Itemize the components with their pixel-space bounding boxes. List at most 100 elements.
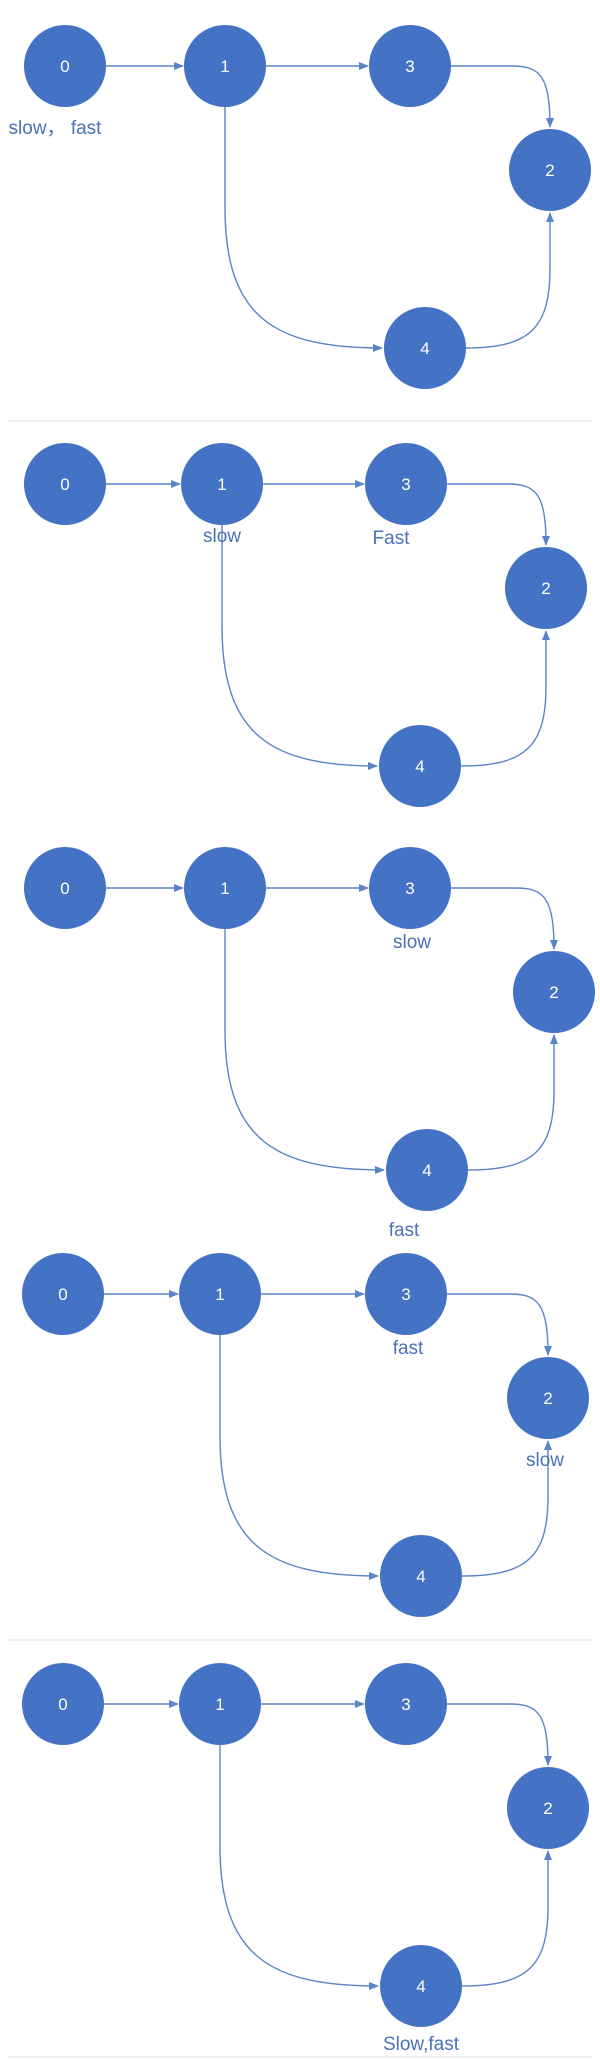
node-circle (505, 547, 587, 629)
node-0: 0 (22, 1663, 104, 1745)
node-label: 1 (215, 1285, 224, 1304)
node-2: 2 (513, 951, 595, 1033)
edge-4-2 (460, 630, 550, 767)
edge-1-4 (224, 929, 385, 1174)
node-circle (184, 847, 266, 929)
node-label: 1 (220, 879, 229, 898)
edge-4-2 (465, 212, 554, 349)
edge-3-2 (447, 1293, 552, 1356)
node-circle (181, 443, 263, 525)
node-circle (509, 129, 591, 211)
node-circle (384, 307, 466, 389)
node-label: 3 (405, 57, 414, 76)
edge-3-2 (447, 483, 550, 546)
node-label: 4 (415, 757, 424, 776)
node-circle (513, 951, 595, 1033)
node-label: 1 (220, 57, 229, 76)
edge-1-4 (219, 1745, 379, 1990)
node-0: 0 (24, 847, 106, 929)
node-1: 1 (179, 1253, 261, 1335)
node-0: 0 (22, 1253, 104, 1335)
pointer-label: slow (393, 932, 431, 953)
node-2: 2 (509, 129, 591, 211)
node-circle (386, 1129, 468, 1211)
node-circle (24, 25, 106, 107)
node-circle (184, 25, 266, 107)
pointer-label: slow (526, 1450, 564, 1471)
node-3: 3 (369, 25, 451, 107)
node-1: 1 (181, 443, 263, 525)
panel-2: 0 1 3 2 4 slow Fast (24, 443, 587, 807)
node-3: 3 (369, 847, 451, 929)
node-3: 3 (365, 1253, 447, 1335)
node-label: 0 (60, 475, 69, 494)
panel-4: 0 1 3 2 4 fast slow (8, 1253, 592, 1641)
node-label: 1 (215, 1695, 224, 1714)
node-label: 0 (60, 57, 69, 76)
pointer-label: slow， fast (9, 118, 103, 139)
node-label: 2 (545, 161, 554, 180)
panel-1: 0 1 3 2 4 slow， fast (8, 25, 592, 422)
node-circle (365, 1253, 447, 1335)
panel-3: 0 1 3 2 4 slow fast (24, 847, 595, 1241)
pointer-label: fast (389, 1220, 420, 1241)
node-label: 1 (217, 475, 226, 494)
node-4: 4 (380, 1945, 462, 2027)
node-0: 0 (24, 443, 106, 525)
node-label: 3 (405, 879, 414, 898)
edge-1-4 (224, 107, 383, 352)
pointer-label: slow (203, 526, 241, 547)
edge-1-4 (221, 525, 378, 770)
node-2: 2 (507, 1357, 589, 1439)
edge-3-2 (447, 1703, 552, 1766)
node-circle (507, 1767, 589, 1849)
node-4: 4 (386, 1129, 468, 1211)
node-label: 2 (541, 579, 550, 598)
node-circle (380, 1535, 462, 1617)
node-2: 2 (507, 1767, 589, 1849)
node-label: 2 (543, 1389, 552, 1408)
node-circle (179, 1663, 261, 1745)
node-label: 3 (401, 1285, 410, 1304)
node-0: 0 (24, 25, 106, 107)
node-label: 4 (416, 1977, 425, 1996)
edge-4-2 (461, 1850, 552, 1987)
node-label: 3 (401, 475, 410, 494)
node-1: 1 (184, 25, 266, 107)
node-3: 3 (365, 1663, 447, 1745)
node-circle (24, 443, 106, 525)
node-label: 3 (401, 1695, 410, 1714)
node-label: 2 (549, 983, 558, 1002)
pointer-label: Slow,fast (383, 2034, 460, 2055)
edge-3-2 (451, 887, 558, 950)
node-2: 2 (505, 547, 587, 629)
node-circle (179, 1253, 261, 1335)
node-4: 4 (380, 1535, 462, 1617)
node-circle (369, 25, 451, 107)
node-label: 2 (543, 1799, 552, 1818)
pointer-label: Fast (373, 528, 411, 549)
node-label: 0 (58, 1285, 67, 1304)
edge-1-4 (219, 1335, 379, 1580)
node-circle (380, 1945, 462, 2027)
pointer-label: fast (393, 1338, 424, 1359)
node-circle (365, 443, 447, 525)
node-3: 3 (365, 443, 447, 525)
node-4: 4 (379, 725, 461, 807)
edge-4-2 (467, 1034, 558, 1171)
node-label: 0 (60, 879, 69, 898)
node-circle (507, 1357, 589, 1439)
node-label: 4 (420, 339, 429, 358)
node-circle (24, 847, 106, 929)
node-4: 4 (384, 307, 466, 389)
node-1: 1 (184, 847, 266, 929)
node-label: 0 (58, 1695, 67, 1714)
node-circle (365, 1663, 447, 1745)
node-label: 4 (416, 1567, 425, 1586)
node-circle (379, 725, 461, 807)
node-circle (369, 847, 451, 929)
node-1: 1 (179, 1663, 261, 1745)
edge-3-2 (451, 65, 554, 128)
